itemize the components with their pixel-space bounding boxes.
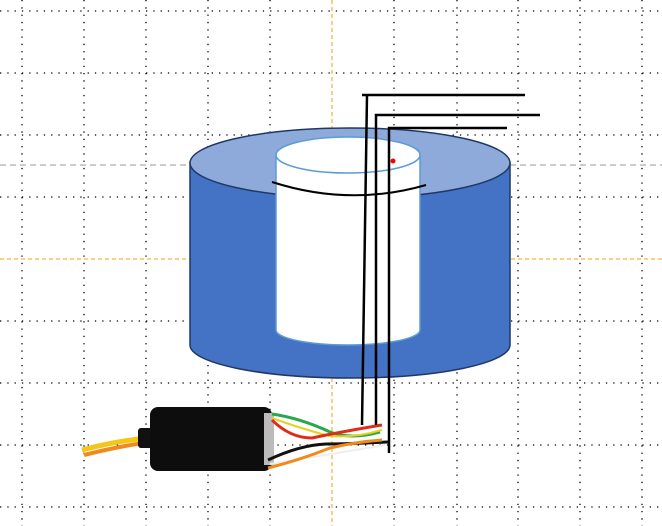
wire-white bbox=[269, 444, 386, 465]
wire-orange bbox=[267, 438, 383, 470]
slip-ring-body bbox=[150, 407, 272, 471]
bore-top bbox=[275, 136, 421, 174]
lead-wire-3 bbox=[387, 126, 507, 453]
wire-yellow bbox=[271, 417, 383, 438]
slip-ring[interactable] bbox=[81, 407, 389, 471]
cut-curve bbox=[271, 181, 427, 197]
red-marker bbox=[390, 158, 396, 164]
lead-wires[interactable] bbox=[360, 93, 540, 453]
core-bore bbox=[275, 154, 421, 346]
lead-wire-1 bbox=[360, 93, 525, 426]
lead-wire-2 bbox=[374, 113, 540, 425]
wire-red bbox=[270, 418, 383, 440]
toroidal-core[interactable] bbox=[189, 127, 511, 379]
wire-black bbox=[267, 440, 389, 462]
slip-ring-face bbox=[264, 413, 274, 465]
